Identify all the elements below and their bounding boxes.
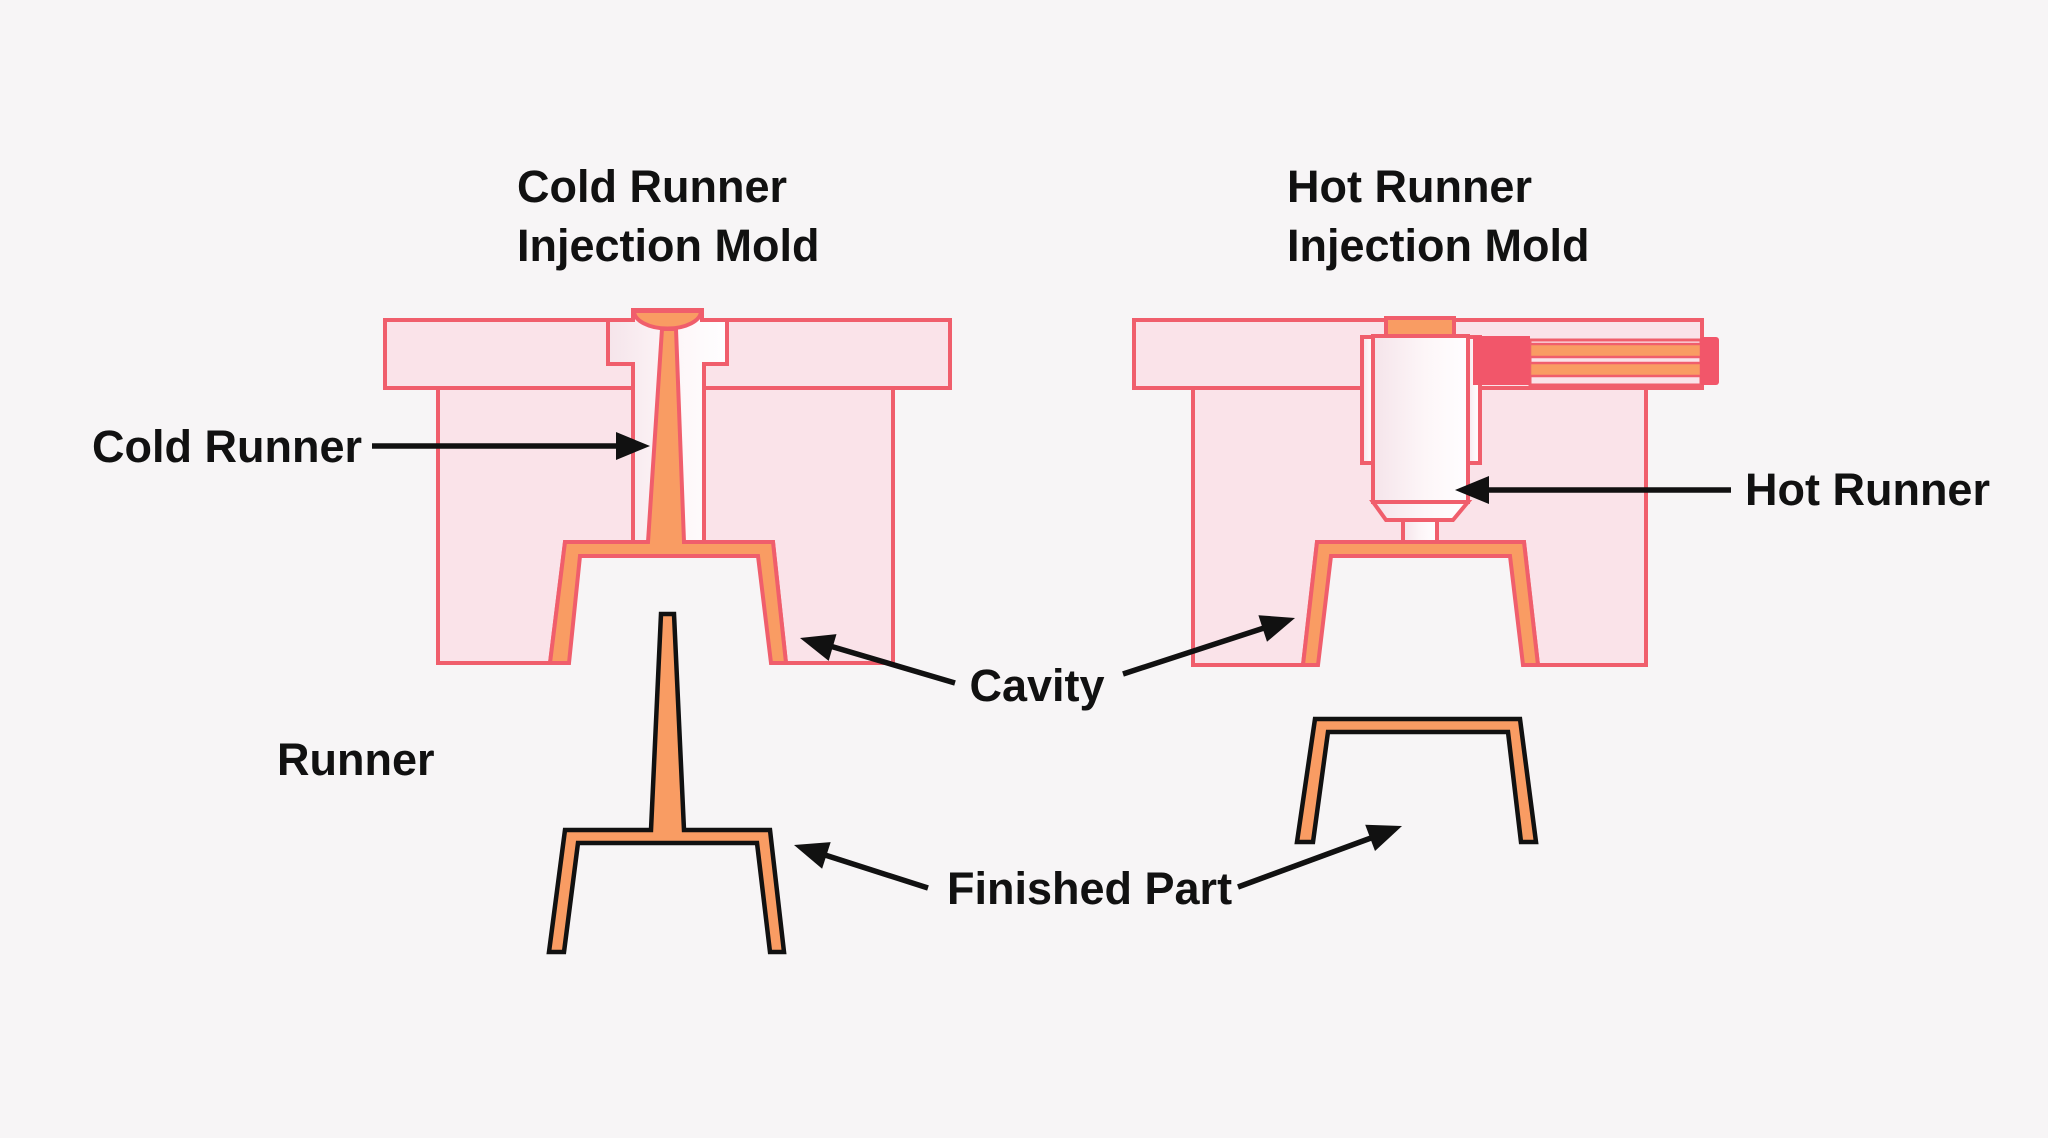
heater-bar-bottom [1528, 361, 1703, 378]
cavity-arrow-left-head [800, 634, 837, 661]
annotations: Cold Runner Hot Runner Cavity Runner Fin… [92, 421, 1990, 914]
finished-part-arrow-right-head [1365, 824, 1402, 851]
cavity-arrow-left-line [829, 643, 956, 686]
cold-finished-part-with-runner [546, 611, 787, 955]
hot-runner-mold-diagram: Hot Runner Injection Mold [1132, 161, 1719, 667]
cold-sprue-inlet-dome [631, 309, 704, 331]
hot-mold-title-line2: Injection Mold [1287, 220, 1589, 271]
runner-label: Runner [277, 734, 435, 785]
finished-part-arrow-left-line [824, 852, 929, 891]
cold-runner-label: Cold Runner [92, 421, 362, 472]
hot-cavity-molded-part [1300, 540, 1541, 667]
ejected-pieces [546, 611, 1539, 955]
finished-part-arrow-right-line [1237, 835, 1372, 890]
hot-nozzle-tip [1401, 518, 1439, 544]
cavity-arrow-right-head [1258, 615, 1295, 642]
cavity-arrow-right-line [1122, 625, 1265, 677]
heater-bar-top [1528, 342, 1703, 359]
hot-runner-label: Hot Runner [1745, 464, 1990, 515]
finished-part-label: Finished Part [947, 863, 1232, 914]
finished-part-arrow-left-head [794, 842, 831, 869]
heater-block-right [1700, 337, 1719, 385]
cold-mold-title-line1: Cold Runner [517, 161, 787, 212]
hot-finished-part [1294, 716, 1539, 845]
hot-mold-title-line1: Hot Runner [1287, 161, 1532, 212]
heater-block-left [1473, 336, 1530, 385]
cold-runner-arrow-head [616, 432, 650, 460]
hot-nozzle-taper [1369, 500, 1473, 522]
cavity-label: Cavity [969, 660, 1104, 711]
cold-mold-title-line2: Injection Mold [517, 220, 819, 271]
hot-melt-inlet [1384, 316, 1456, 338]
hot-runner-arrow-head [1455, 476, 1489, 504]
cold-runner-mold-diagram: Cold Runner Injection Mold [383, 161, 952, 665]
hot-nozzle-body [1371, 334, 1470, 504]
